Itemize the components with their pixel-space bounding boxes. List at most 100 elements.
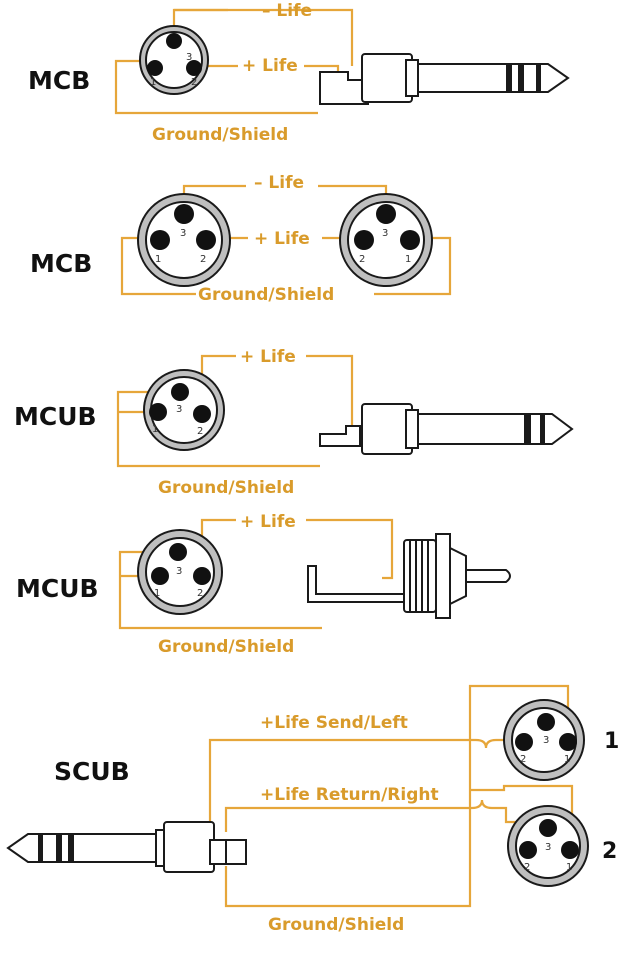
plug-ring-band [524, 414, 531, 444]
wire-label-minus-life: – Life [254, 173, 304, 193]
ts-plug [319, 403, 574, 455]
plug-body [361, 403, 413, 455]
pin-3 [169, 543, 187, 561]
wire-send-left [208, 738, 522, 834]
pin-number: 3 [176, 566, 182, 577]
pin-3 [376, 204, 396, 224]
pin-2 [519, 841, 537, 859]
trs-plug [6, 821, 247, 873]
plug-terminal [209, 839, 247, 865]
pin-3 [174, 204, 194, 224]
pin-number: 2 [520, 754, 526, 765]
wire-label-minus-life: – Life [262, 1, 312, 21]
pin-number: 3 [545, 842, 551, 853]
pin-1 [150, 230, 170, 250]
pin-1 [559, 733, 577, 751]
plug-shaft [417, 63, 570, 93]
plug-shoulder [449, 546, 467, 606]
wire-label-ground: Ground/Shield [158, 637, 294, 657]
wire-label-plus-life: + Life [240, 512, 296, 532]
diagram-title: MCUB [16, 574, 99, 603]
xlr-connector-left: 3 1 2 [137, 193, 231, 287]
xlr-connector-1: 3 2 1 [503, 699, 585, 781]
plug-terminal [319, 71, 369, 105]
plug-flange [435, 533, 451, 619]
wire-label-ground: Ground/Shield [268, 915, 404, 935]
pin-number: 2 [524, 862, 530, 873]
plug-collar [405, 409, 419, 449]
pin-number: 3 [176, 404, 182, 415]
wire-label-plus-life: + Life [254, 229, 310, 249]
wire-ground [114, 59, 318, 115]
plug-terminal [319, 425, 361, 447]
plug-ring-band [518, 64, 524, 92]
diagram-mcb-xlr-trs: MCB 3 1 2 – Life + Life Gro [28, 1, 570, 145]
diagram-title: MCB [28, 66, 90, 95]
plug-ring-band [536, 64, 541, 92]
pin-number: 1 [405, 254, 411, 265]
pin-1 [149, 403, 167, 421]
diagram-mcub-xlr-rca: MCUB 3 1 2 + Life Ground/Shield [16, 512, 511, 657]
pin-number: 2 [200, 254, 206, 265]
diagram-title: SCUB [54, 757, 130, 786]
wire-ground [224, 684, 570, 908]
wire-ground-branch [470, 784, 574, 846]
pin-2 [186, 60, 202, 76]
plug-ring-band [506, 64, 512, 92]
plug-pin [465, 569, 511, 583]
pin-number: 3 [382, 228, 388, 239]
pin-1 [561, 841, 579, 859]
xlr-connector-2: 3 2 1 [507, 805, 589, 887]
trs-plug [319, 53, 570, 105]
wire-plus-life [200, 518, 394, 580]
pin-2 [354, 230, 374, 250]
pin-number: 1 [155, 254, 161, 265]
pin-2 [196, 230, 216, 250]
xlr-connector: 3 1 2 [139, 25, 209, 95]
pin-3 [166, 33, 182, 49]
xlr-connector: 3 1 2 [137, 529, 223, 615]
wire-label-plus-life: + Life [242, 56, 298, 76]
plug-body [163, 821, 215, 873]
pin-number: 3 [180, 228, 186, 239]
plug-ring-band [56, 834, 62, 862]
pin-number: 3 [186, 52, 192, 63]
xlr-connector: 3 1 2 [143, 369, 225, 451]
plug-body [361, 53, 413, 103]
pin-number: 1 [150, 77, 156, 88]
wire-label-ground: Ground/Shield [198, 285, 334, 305]
connector-face [145, 537, 215, 607]
pin-number: 1 [154, 588, 160, 599]
pin-2 [193, 567, 211, 585]
connector-face [515, 813, 581, 879]
wire-return-right [224, 799, 532, 832]
connector-face [145, 201, 223, 279]
wire-label-ground: Ground/Shield [152, 125, 288, 145]
wire-label-plus-life: + Life [240, 347, 296, 367]
diagram-title: MCB [30, 249, 92, 278]
pin-2 [193, 405, 211, 423]
plug-shaft [417, 413, 574, 445]
pin-number: 1 [566, 862, 572, 873]
diagram-mcb-xlr-xlr: MCB 3 1 2 3 2 1 – Life + Life Ground/Shi… [30, 173, 452, 305]
plug-number-2: 2 [602, 839, 617, 864]
plug-ring-band [540, 414, 545, 444]
plug-ring-band [68, 834, 74, 862]
pin-2 [515, 733, 533, 751]
pin-number: 2 [191, 77, 197, 88]
rca-plug [307, 533, 511, 619]
plug-number-1: 1 [604, 729, 619, 754]
pin-1 [147, 60, 163, 76]
xlr-connector-right: 3 2 1 [339, 193, 433, 287]
pin-number: 3 [543, 735, 549, 746]
wire-label-send: +Life Send/Left [260, 713, 408, 733]
wire-label-return: +Life Return/Right [260, 785, 439, 805]
wire-label-ground: Ground/Shield [158, 478, 294, 498]
pin-3 [539, 819, 557, 837]
plug-collar [405, 59, 419, 97]
plug-barrel [403, 539, 437, 613]
diagram-mcub-xlr-ts: MCUB 3 1 2 + Life Ground/Shield [14, 347, 574, 498]
pin-3 [537, 713, 555, 731]
pin-number: 1 [152, 424, 158, 435]
